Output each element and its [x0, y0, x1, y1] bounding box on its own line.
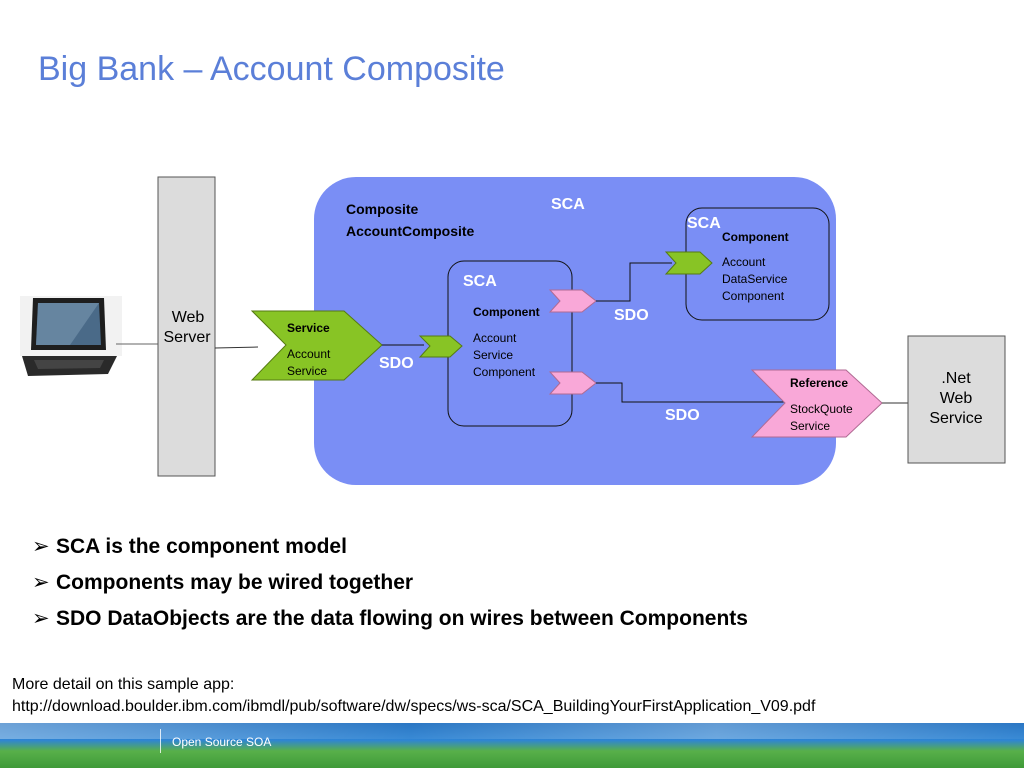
component-reference-chevron-lower	[548, 371, 597, 395]
component-reference-chevron-upper	[548, 289, 597, 313]
account-service-line3: Component	[473, 365, 536, 379]
dataservice-wire	[596, 262, 672, 302]
bullet-item: ➢ Components may be wired together	[32, 569, 792, 596]
bullet-arrow-icon: ➢	[32, 607, 50, 630]
reference-label-line2: Service	[790, 419, 830, 433]
net-service-line3: Service	[929, 410, 982, 427]
account-service-component: SCA Component Account Service Component	[447, 260, 573, 427]
account-service-line1: Account	[473, 331, 517, 345]
architecture-diagram: Web Server SCA Composite AccountComposit…	[20, 176, 1006, 485]
account-service-line2: Service	[473, 348, 513, 362]
account-service-sca-label: SCA	[463, 273, 497, 290]
more-detail-url[interactable]: http://download.boulder.ibm.com/ibmdl/pu…	[12, 698, 816, 715]
bullet-text: Components may be wired together	[56, 571, 414, 594]
bullet-arrow-icon: ➢	[32, 571, 50, 594]
web-server-box: Web Server	[157, 176, 216, 477]
service-label-line2: Service	[287, 364, 327, 378]
reference-chevron: Reference StockQuote Service	[750, 369, 883, 438]
footer-sheen	[0, 723, 1024, 739]
account-service-heading: Component	[473, 305, 540, 319]
bullet-list: ➢ SCA is the component model ➢ Component…	[32, 533, 792, 641]
service-heading: Service	[287, 321, 330, 335]
bullet-text: SDO DataObjects are the data flowing on …	[56, 607, 748, 630]
component-service-chevron	[418, 335, 463, 358]
bullet-arrow-icon: ➢	[32, 535, 50, 558]
dataservice-line3: Component	[722, 289, 785, 303]
service-chevron: Service Account Service	[250, 310, 383, 381]
composite-sca-label: SCA	[551, 196, 585, 213]
footer-label: Open Source SOA	[172, 735, 272, 749]
laptop-icon	[20, 296, 122, 376]
reference-wire	[596, 382, 785, 403]
account-dataservice-component: SCA Component Account DataService Compon…	[685, 207, 830, 321]
net-service-line1: .Net	[941, 370, 971, 387]
footer-bar: Open Source SOA	[0, 723, 1024, 768]
service-label-line1: Account	[287, 347, 331, 361]
more-detail: More detail on this sample app: http://d…	[12, 674, 815, 718]
composite-label-line2: AccountComposite	[346, 223, 475, 239]
bullet-item: ➢ SCA is the component model	[32, 533, 792, 560]
footer-divider	[160, 729, 161, 753]
bullet-item: ➢ SDO DataObjects are the data flowing o…	[32, 605, 792, 632]
net-service-line2: Web	[940, 390, 973, 407]
dataservice-line1: Account	[722, 255, 766, 269]
net-web-service-box: .Net Web Service	[907, 335, 1006, 464]
dataservice-line2: DataService	[722, 272, 788, 286]
bullet-text: SCA is the component model	[56, 535, 347, 558]
reference-heading: Reference	[790, 376, 848, 390]
sdo-reference-label: SDO	[665, 407, 700, 424]
composite-label-line1: Composite	[346, 201, 419, 217]
dataservice-sca-label: SCA	[687, 215, 721, 232]
web-server-label-line1: Web	[172, 309, 205, 326]
sdo-dataservice-label: SDO	[614, 307, 649, 324]
sdo-service-label: SDO	[379, 355, 414, 372]
dataservice-service-chevron	[664, 251, 713, 275]
more-detail-label: More detail on this sample app:	[12, 676, 235, 693]
reference-label-line1: StockQuote	[790, 402, 853, 416]
web-server-label-line2: Server	[163, 329, 211, 346]
server-service-wire	[214, 346, 259, 349]
dataservice-heading: Component	[722, 230, 789, 244]
page-title: Big Bank – Account Composite	[38, 50, 505, 88]
